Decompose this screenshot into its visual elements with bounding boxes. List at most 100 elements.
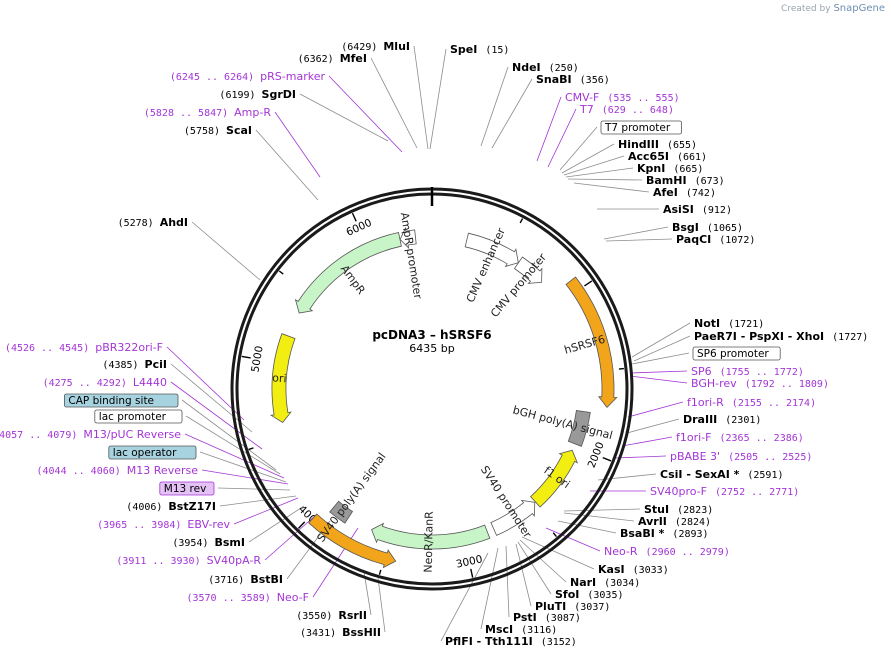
site-name: AfeI [653, 186, 678, 199]
site-sv40pa-r[interactable]: SV40pA-R(3911 .. 3930) [116, 554, 261, 567]
site-pbabe-3[interactable]: pBABE 3'(2505 .. 2525) [670, 450, 812, 463]
site-position: (3431) [300, 628, 336, 639]
site-rsrii[interactable]: RsrII(3550) [296, 609, 367, 622]
tick-label: 5000 [249, 345, 265, 373]
site-name: BstBI [250, 573, 283, 586]
site-name: SP6 promoter [697, 348, 769, 360]
leader-line [299, 93, 389, 142]
site-afei[interactable]: AfeI(742) [653, 186, 716, 199]
feature-orf [308, 513, 397, 569]
site-csii-sexai[interactable]: CsiI - SexAI *(2591) [660, 468, 784, 481]
site-ebv-rev[interactable]: EBV-rev(3965 .. 3984) [97, 518, 230, 531]
site-psti[interactable]: PstI (3087) [513, 611, 581, 624]
site-t7-promoter[interactable]: T7 promoter [600, 120, 682, 135]
site-name: PstI [513, 611, 537, 624]
feature-sv40-poly-a-signal [329, 500, 354, 524]
site-msci[interactable]: MscI(3116) [485, 623, 557, 636]
site-sgrdi[interactable]: SgrDI(6199) [219, 88, 296, 101]
site-prs-marker[interactable]: pRS-marker(6245 .. 6264) [170, 70, 326, 83]
site-draiii[interactable]: DraIII(2301) [683, 413, 761, 426]
site-sp6[interactable]: SP6(1755 .. 1772) [691, 365, 804, 378]
leader-line [255, 129, 319, 201]
site-pbr322ori-f[interactable]: pBR322ori-F(4526 .. 4545) [5, 341, 163, 354]
site-name: BstZ17I [168, 500, 216, 513]
site-pcii[interactable]: PciI(4385) [102, 358, 167, 371]
site-l4440[interactable]: L4440(4275 .. 4292) [43, 376, 167, 389]
site-bsgi[interactable]: BsgI(1065) [672, 221, 743, 234]
site-amp-r[interactable]: Amp-R(5828 .. 5847) [144, 106, 271, 119]
site-mfei[interactable]: MfeI(6362) [298, 52, 367, 65]
site-kpni[interactable]: KpnI(665) [637, 162, 703, 175]
site-position: (4275 .. 4292) [43, 378, 127, 389]
site-sv40pro-f[interactable]: SV40pro-F(2752 .. 2771) [650, 485, 799, 498]
site-name: pBABE 3' [670, 450, 720, 463]
site-m13-reverse[interactable]: M13 Reverse(4044 .. 4060) [37, 464, 199, 477]
site-cmv-f[interactable]: CMV-F(535 .. 555) [565, 91, 680, 104]
site-pflfi-tth111i[interactable]: PflFI - Tth111I(3152) [445, 635, 577, 648]
site-scai[interactable]: ScaI(5758) [184, 124, 252, 137]
leader-line [274, 111, 321, 178]
site-kasi[interactable]: KasI(3033) [598, 563, 669, 576]
feature-label-ampr-promoter: AmpR promoter [398, 211, 425, 300]
site-f1ori-r[interactable]: f1ori-R(2155 .. 2174) [687, 396, 816, 409]
site-bstbi[interactable]: BstBI(3716) [208, 573, 283, 586]
site-bsmi[interactable]: BsmI(3954) [172, 536, 245, 549]
site-ahdi[interactable]: AhdI(5278) [118, 216, 188, 229]
site-name: T7 promoter [604, 122, 671, 134]
site-spei[interactable]: SpeI(15) [450, 43, 509, 56]
site-name: PflFI - Tth111I [445, 635, 533, 648]
site-m13-puc-reverse[interactable]: M13/pUC Reverse(4057 .. 4079) [0, 428, 181, 441]
feature-sv40-promoter [490, 499, 536, 536]
site-noti[interactable]: NotI(1721) [694, 317, 764, 330]
site-name: pBR322ori-F [95, 341, 163, 354]
site-asisi[interactable]: AsiSI(912) [663, 203, 732, 216]
site-cap-binding-site[interactable]: CAP binding site [64, 393, 179, 408]
site-lac-promoter[interactable]: lac promoter [94, 409, 183, 424]
site-acc65i[interactable]: Acc65I(661) [628, 150, 707, 163]
tick-mark [602, 456, 612, 462]
site-bstz17i[interactable]: BstZ17I(4006) [126, 500, 216, 513]
site-t7[interactable]: T7(629 .. 648) [579, 103, 674, 116]
site-name: BssHII [342, 626, 381, 639]
feature-label-bgh-poly-a-signal: bGH poly(A) signal [511, 403, 614, 442]
site-name: lac operator [113, 447, 177, 459]
site-name: Neo-F [277, 591, 309, 604]
tick-mark [552, 532, 557, 537]
site-hindiii[interactable]: HindIII(655) [618, 138, 697, 151]
site-position: (3035) [587, 590, 623, 601]
site-neo-r[interactable]: Neo-R(2960 .. 2979) [604, 545, 730, 558]
site-pluti[interactable]: PluTI(3037) [535, 600, 610, 613]
site-bsabi[interactable]: BsaBI *(2893) [620, 527, 709, 540]
site-sfoi[interactable]: SfoI(3035) [555, 588, 623, 601]
site-name: AsiSI [663, 203, 694, 216]
site-bamhi[interactable]: BamHI(673) [646, 174, 725, 187]
tick-mark [278, 270, 284, 275]
feature-label-ori: ori [272, 371, 287, 385]
site-m13-rev[interactable]: M13 rev [159, 481, 215, 496]
leader-line [233, 497, 299, 525]
site-name: PciI [145, 358, 167, 371]
site-position: (3087) [545, 613, 581, 624]
site-bgh-rev[interactable]: BGH-rev(1792 .. 1809) [691, 377, 829, 390]
site-mlui[interactable]: MluI(6429) [341, 40, 410, 53]
leader-line [567, 178, 643, 181]
site-lac-operator[interactable]: lac operator [108, 445, 197, 460]
site-name: Neo-R [604, 545, 638, 558]
site-paer7i-pspxi-xhoi[interactable]: PaeR7I - PspXI - XhoI(1727) [694, 330, 868, 343]
site-f1ori-f[interactable]: f1ori-F(2365 .. 2386) [676, 431, 804, 444]
site-bsshii[interactable]: BssHII (3431) [300, 626, 381, 639]
site-name: SP6 [691, 365, 712, 378]
site-paqci[interactable]: PaqCI(1072) [676, 233, 755, 246]
site-avrii[interactable]: AvrII(2824) [638, 515, 711, 528]
site-sp6-promoter[interactable]: SP6 promoter [692, 346, 781, 361]
leader-line [565, 167, 634, 178]
site-name: SV40pro-F [650, 485, 707, 498]
site-nari[interactable]: NarI(3034) [570, 576, 640, 589]
site-neo-f[interactable]: Neo-F(3570 .. 3589) [186, 591, 309, 604]
site-name: BamHI [646, 174, 687, 187]
site-ndei[interactable]: NdeI(250) [512, 61, 579, 74]
leader-line [545, 527, 601, 552]
leader-line [219, 495, 297, 507]
site-snabi[interactable]: SnaBI(356) [536, 73, 610, 86]
site-stui[interactable]: StuI(2823) [644, 503, 713, 516]
